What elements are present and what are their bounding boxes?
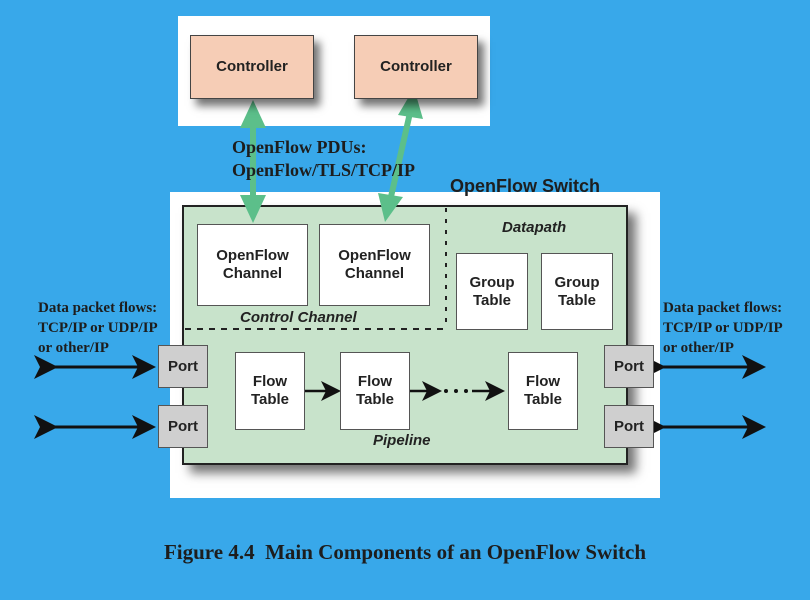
openflow-channel-box: OpenFlow Channel <box>319 224 430 306</box>
pipeline-ellipsis <box>444 389 468 393</box>
switch-title: OpenFlow Switch <box>450 176 601 196</box>
flow-label-line: Data packet flows: <box>663 300 783 316</box>
datapath-label: Datapath <box>502 219 567 236</box>
box-line: Flow <box>357 373 393 390</box>
group-table-box: Group Table <box>456 253 528 330</box>
box-line: OpenFlow <box>338 247 411 264</box>
box-line: Table <box>557 291 597 309</box>
flow-label-line: TCP/IP or UDP/IP <box>663 320 783 336</box>
port-right: Port <box>604 405 654 448</box>
port-right: Port <box>604 345 654 388</box>
pipeline-label: Pipeline <box>373 432 431 449</box>
flow-arrows-right <box>642 355 766 439</box>
box-line: Flow <box>252 373 288 390</box>
box-line: Channel <box>222 265 283 282</box>
box-line: Group <box>554 273 600 291</box>
flow-table-box: Flow Table <box>235 352 305 430</box>
flow-label-line: or other/IP <box>663 340 734 356</box>
box-line: Channel <box>344 265 405 282</box>
box-line: Group <box>469 273 515 291</box>
packet-flows-label-right: Data packet flows: TCP/IP or UDP/IP or o… <box>663 298 783 358</box>
controller-box: Controller <box>190 35 314 99</box>
controller-link-arrow-2 <box>378 88 423 222</box>
figure-caption: Figure 4.4 Main Components of an OpenFlo… <box>163 540 647 564</box>
openflow-channel-box: OpenFlow Channel <box>197 224 308 306</box>
controller-box: Controller <box>354 35 478 99</box>
flow-arrows-left <box>34 355 156 439</box>
port-left: Port <box>158 345 208 388</box>
box-line: Table <box>523 391 563 408</box>
note-line: OpenFlow/TLS/TCP/IP <box>232 160 416 180</box>
flow-table-box: Flow Table <box>508 352 578 430</box>
flow-label-line: Data packet flows: <box>38 300 158 316</box>
port-left: Port <box>158 405 208 448</box>
flow-label-line: or other/IP <box>38 340 109 356</box>
box-line: OpenFlow <box>216 247 289 264</box>
channel-protocol-note: OpenFlow PDUs: OpenFlow/TLS/TCP/IP <box>232 136 415 182</box>
box-line: Table <box>355 391 395 408</box>
note-line: OpenFlow PDUs: <box>232 137 367 157</box>
packet-flows-label-left: Data packet flows: TCP/IP or UDP/IP or o… <box>38 298 158 358</box>
box-line: Table <box>472 291 512 309</box>
box-line: Flow <box>525 373 561 390</box>
flow-table-box: Flow Table <box>340 352 410 430</box>
group-table-box: Group Table <box>541 253 613 330</box>
box-line: Table <box>250 391 290 408</box>
controller-link-arrow-1 <box>240 100 266 223</box>
control-channel-label: Control Channel <box>240 309 357 326</box>
flow-label-line: TCP/IP or UDP/IP <box>38 320 158 336</box>
